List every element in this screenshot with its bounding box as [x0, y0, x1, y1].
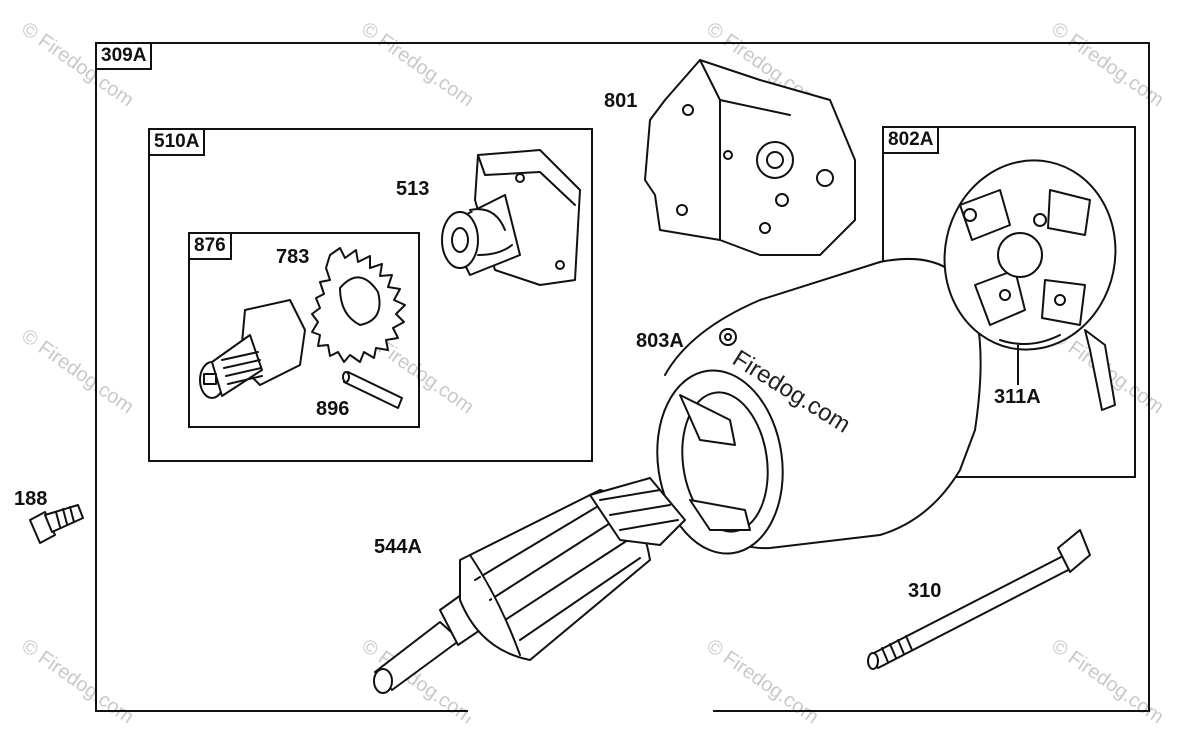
motor-housing-803a: [656, 258, 982, 555]
tag-309a: 309A: [95, 42, 153, 70]
label-783: 783: [276, 246, 310, 268]
tag-876: 876: [188, 232, 232, 260]
label-803a: 803A: [636, 330, 684, 352]
drive-housing-513: [441, 149, 581, 286]
tag-510a: 510A: [148, 128, 206, 156]
frame-876: [188, 232, 420, 428]
clutch-screw: [199, 299, 306, 399]
frame-510a: [148, 128, 593, 462]
bolt-188: [29, 504, 84, 544]
end-plate-801: [644, 59, 856, 256]
tag-802a: 802A: [882, 126, 940, 154]
label-513: 513: [396, 178, 430, 200]
label-310: 310: [908, 580, 942, 602]
armature-544a: [373, 477, 686, 694]
pinion-gear-783: [311, 247, 406, 363]
through-bolt-310: [867, 529, 1091, 670]
label-544a: 544A: [374, 536, 422, 558]
roll-pin-896: [342, 371, 403, 409]
frame-gap: [468, 705, 713, 717]
label-188: 188: [14, 488, 48, 510]
label-801: 801: [604, 90, 638, 112]
label-311a: 311A: [994, 386, 1041, 408]
brush-plate-802a: [943, 159, 1117, 411]
label-896: 896: [316, 398, 350, 420]
